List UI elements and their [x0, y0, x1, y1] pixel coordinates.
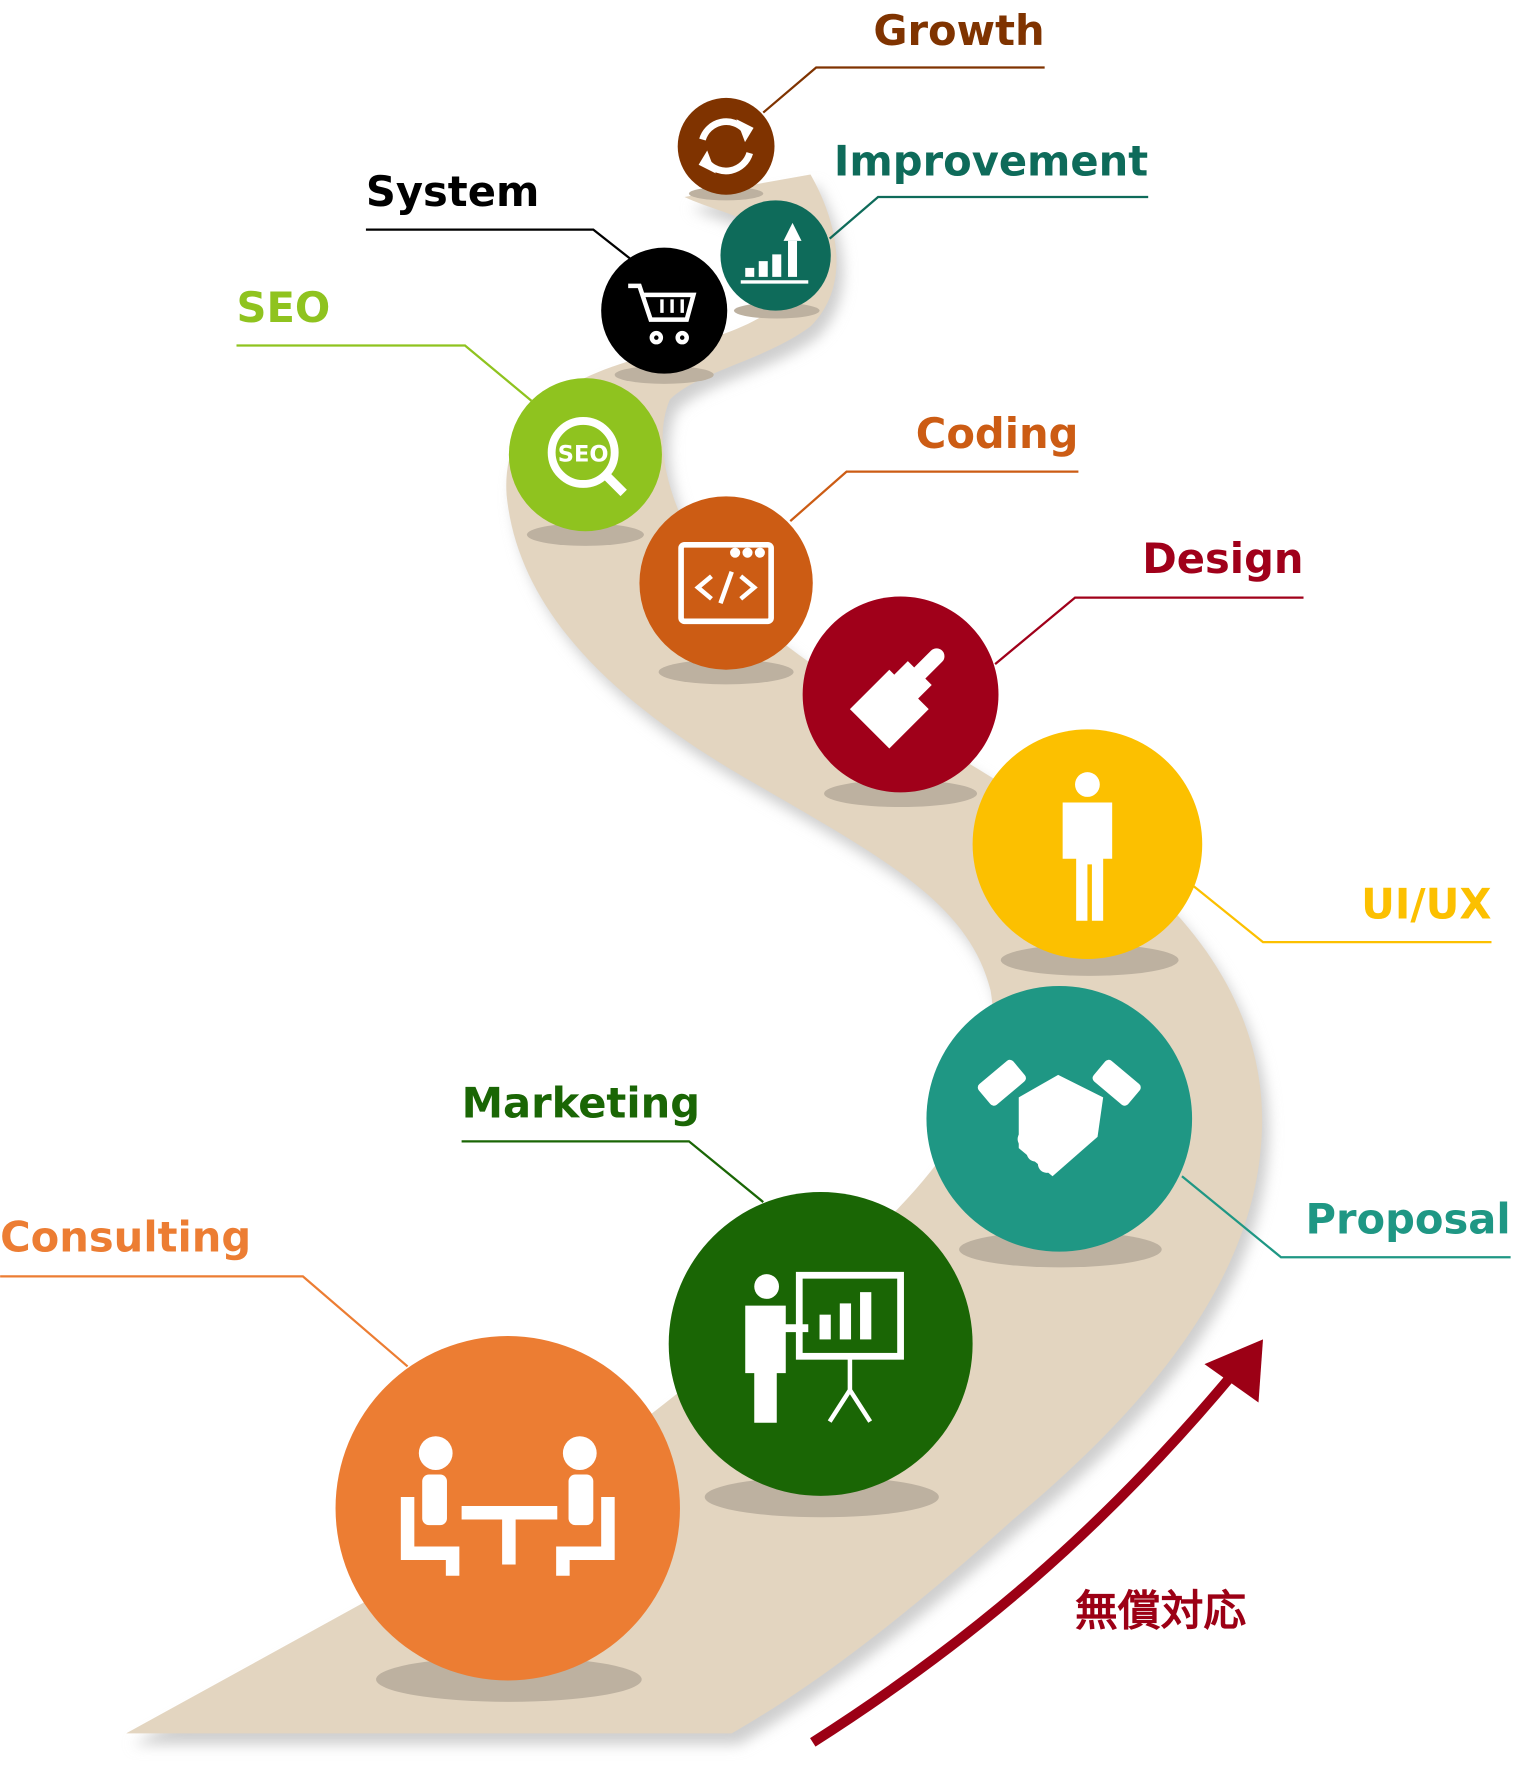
label-improvement: Improvement — [834, 137, 1148, 186]
label-consulting: Consulting — [0, 1213, 251, 1262]
person-icon — [1062, 772, 1113, 921]
leader-consulting — [0, 1275, 409, 1368]
label-design: Design — [1142, 534, 1303, 583]
step-consulting: Consulting — [0, 1213, 680, 1681]
step-system: System — [366, 167, 728, 374]
step-proposal: Proposal — [926, 985, 1511, 1252]
step-design: Design — [802, 534, 1304, 793]
code-window-icon — [678, 541, 774, 625]
refresh-cycle-icon — [698, 118, 754, 175]
leader-seo — [236, 344, 533, 402]
leader-uiux — [1192, 884, 1492, 944]
free-support-label: 無償対応 — [1075, 1586, 1246, 1636]
leader-proposal — [1181, 1175, 1511, 1259]
step-uiux: UI/UX — [972, 729, 1491, 959]
road — [126, 174, 1263, 1734]
step-coding: Coding — [639, 409, 1078, 670]
label-seo: SEO — [236, 283, 330, 332]
leader-growth — [762, 66, 1045, 114]
paint-brush-icon — [849, 648, 945, 749]
label-coding: Coding — [916, 409, 1079, 458]
handshake-icon — [977, 1059, 1141, 1177]
label-system: System — [366, 167, 539, 216]
leader-system — [365, 228, 632, 260]
step-marketing: Marketing — [462, 1079, 973, 1496]
label-marketing: Marketing — [462, 1079, 700, 1128]
label-uiux: UI/UX — [1361, 879, 1491, 928]
shopping-cart-icon — [628, 283, 697, 345]
meeting-table-icon — [400, 1436, 615, 1576]
label-growth: Growth — [873, 6, 1044, 55]
leader-improvement — [828, 195, 1149, 240]
leader-marketing — [461, 1140, 764, 1203]
leader-coding — [789, 470, 1079, 522]
seo-icon-text: SEO — [558, 441, 609, 467]
step-growth: Growth — [677, 6, 1045, 195]
bar-chart-up-icon — [740, 222, 809, 284]
presentation-board-icon — [745, 1271, 904, 1423]
leader-design — [994, 596, 1304, 665]
step-improvement: Improvement — [720, 137, 1148, 311]
free-support-arrow: 無償対応 — [810, 1339, 1264, 1747]
label-proposal: Proposal — [1305, 1195, 1510, 1244]
step-seo: SEO SEO — [236, 283, 662, 532]
seo-magnifier-icon: SEO — [547, 417, 627, 497]
